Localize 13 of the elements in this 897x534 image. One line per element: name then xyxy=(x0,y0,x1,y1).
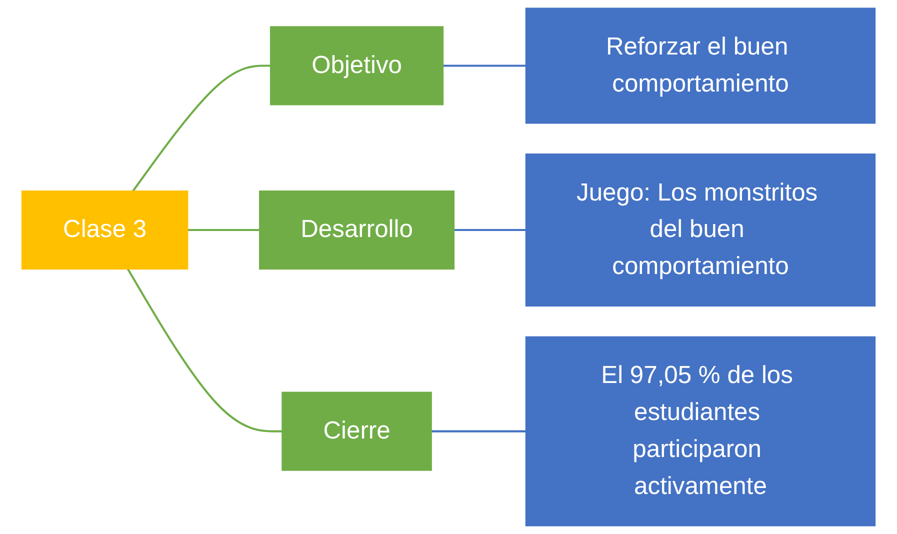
node-box: Objetivo xyxy=(270,26,444,106)
node-box: Juego: Los monstritos del buen comportamiento xyxy=(525,154,876,307)
connector xyxy=(431,430,526,432)
node-box: El 97,05 % de los estudiantes participaron activamente xyxy=(525,336,876,526)
node-box: Clase 3 xyxy=(21,190,188,270)
node-box: Reforzar el buen comportamiento xyxy=(525,8,876,124)
connector xyxy=(454,229,526,232)
node-box: Cierre xyxy=(282,392,432,471)
connector xyxy=(126,268,282,432)
connector xyxy=(443,64,526,67)
connector xyxy=(132,64,270,192)
connector xyxy=(188,229,260,232)
node-box: Desarrollo xyxy=(259,190,455,270)
